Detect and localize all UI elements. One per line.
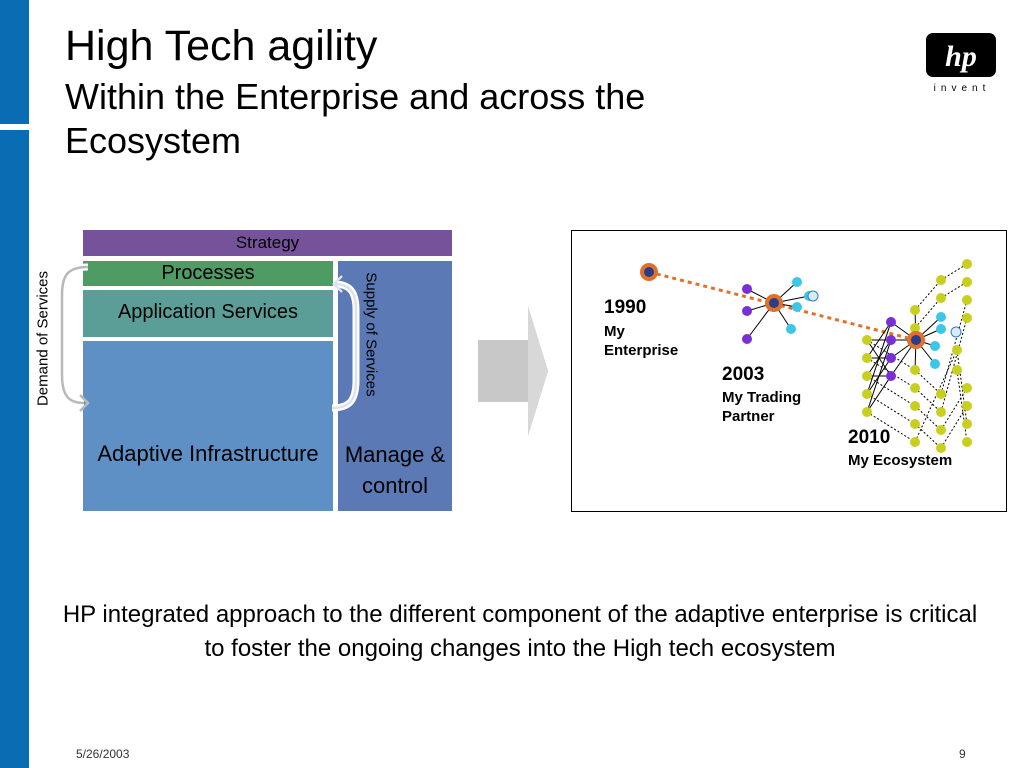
eco-yellow-node-l2 [862, 371, 872, 381]
eco-mesh-3-3 [866, 321, 892, 395]
strategy-layer: Strategy [83, 230, 452, 256]
eco-yellow-node-r3 [936, 407, 946, 417]
year-2003-label: My Trading Partner [722, 389, 802, 425]
ecosystem-network-diagram [640, 259, 972, 453]
eco-yellow-node-l4 [862, 407, 872, 417]
eco-dotted-r5 [940, 405, 968, 449]
partner-cyan-node-2 [786, 324, 796, 334]
eco-yellow-node-m3 [910, 383, 920, 393]
partner-purple-node-2 [742, 334, 752, 344]
supply-bracket-arrow [331, 275, 360, 412]
partner-light-node [807, 290, 819, 302]
hp-invent-logo: hp invent [926, 33, 996, 94]
eco-yellow-node-r6 [952, 345, 962, 355]
eco-mesh-3-1 [866, 321, 892, 359]
eco-yellow-node-fr2 [962, 295, 972, 305]
partner-purple-node-1 [742, 306, 752, 316]
footer-page-number: 9 [959, 747, 966, 761]
eco-yellow-node-fr7 [962, 437, 972, 447]
eco-yellow-node-fr5 [962, 401, 972, 411]
slide-title: High Tech agility [65, 22, 378, 70]
eco-dotted-r6 [956, 349, 968, 425]
eco-yellow-node-m0 [910, 305, 920, 315]
eco-yellow-node-r1 [936, 293, 946, 303]
eco-dotted-l4 [866, 411, 916, 443]
eco-yellow-node-m2 [910, 365, 920, 375]
year-1990-label: My Enterprise [604, 323, 679, 359]
year-2003: 2003 [722, 364, 765, 385]
eco-yellow-node-r5 [936, 443, 946, 453]
eco-cyan-node-3 [936, 324, 946, 334]
eco-cyan-node-2 [930, 359, 940, 369]
eco-dotted-1 [914, 297, 942, 329]
eco-yellow-node-fr4 [962, 383, 972, 393]
enterprise-hub-core [644, 267, 654, 277]
trajectory-line [648, 270, 917, 342]
eco-light-node [950, 326, 962, 338]
eco-purple-node-0 [886, 335, 896, 345]
eco-dotted-l2 [866, 375, 916, 407]
progression-arrow [478, 306, 548, 436]
eco-dotted-3 [914, 387, 942, 413]
ecosystem-hub-core [911, 335, 921, 345]
eco-cyan-node-1 [930, 341, 940, 351]
slide-subtitle: Within the Enterprise and across the Eco… [65, 76, 646, 161]
eco-yellow-node-r4 [936, 425, 946, 435]
slide-caption: HP integrated approach to the different … [62, 601, 978, 662]
application-services-layer: Application Services [83, 290, 333, 337]
eco-yellow-node-l0 [862, 335, 872, 345]
eco-yellow-node-r2 [936, 389, 946, 399]
left-accent-bar [0, 0, 29, 768]
eco-yellow-node-fr1 [962, 277, 972, 287]
year-2010-label: My Ecosystem [848, 452, 953, 469]
footer-date: 5/26/2003 [76, 747, 130, 761]
eco-purple-node-1 [886, 353, 896, 363]
eco-mesh-2-4 [866, 375, 892, 413]
year-2010: 2010 [848, 427, 891, 448]
eco-yellow-node-fr3 [962, 313, 972, 323]
eco-cyan-node-0 [936, 312, 946, 322]
eco-dotted-r0 [940, 263, 968, 281]
eco-purple-node-3 [886, 317, 896, 327]
demand-of-services-label: Demand of Services [34, 270, 52, 407]
year-1990: 1990 [604, 297, 647, 318]
eco-yellow-node-l3 [862, 389, 872, 399]
eco-dotted-l3 [866, 393, 916, 425]
partner-cyan-node-0 [792, 277, 802, 287]
eco-yellow-node-m1 [910, 323, 920, 333]
eco-dotted-0 [914, 279, 942, 311]
eco-dotted-2 [914, 369, 942, 395]
partner-purple-node-0 [742, 284, 752, 294]
eco-purple-node-2 [886, 371, 896, 381]
eco-yellow-node-m6 [910, 437, 920, 447]
logo-mark: hp [945, 40, 977, 73]
eco-yellow-node-fr0 [962, 259, 972, 269]
eco-dotted-4 [914, 405, 942, 431]
partner-cyan-node-3 [792, 302, 802, 312]
eco-yellow-node-m5 [910, 419, 920, 429]
eco-yellow-node-r0 [936, 275, 946, 285]
eco-dotted-5 [914, 423, 942, 449]
adaptive-infrastructure-layer: Adaptive Infrastructure [83, 341, 333, 511]
eco-yellow-node-l1 [862, 353, 872, 363]
left-accent-bar-gap [0, 124, 29, 130]
partner-hub-core [769, 298, 779, 308]
eco-yellow-node-m4 [910, 401, 920, 411]
eco-dotted-r1 [940, 281, 968, 299]
demand-bracket-arrow [58, 263, 90, 412]
eco-yellow-node-r7 [952, 365, 962, 375]
eco-yellow-node-fr6 [962, 419, 972, 429]
processes-layer: Processes [83, 261, 333, 286]
ecosystem-panel [571, 230, 1007, 512]
logo-wordmark: invent [934, 83, 991, 94]
eco-dotted-6 [914, 349, 958, 443]
